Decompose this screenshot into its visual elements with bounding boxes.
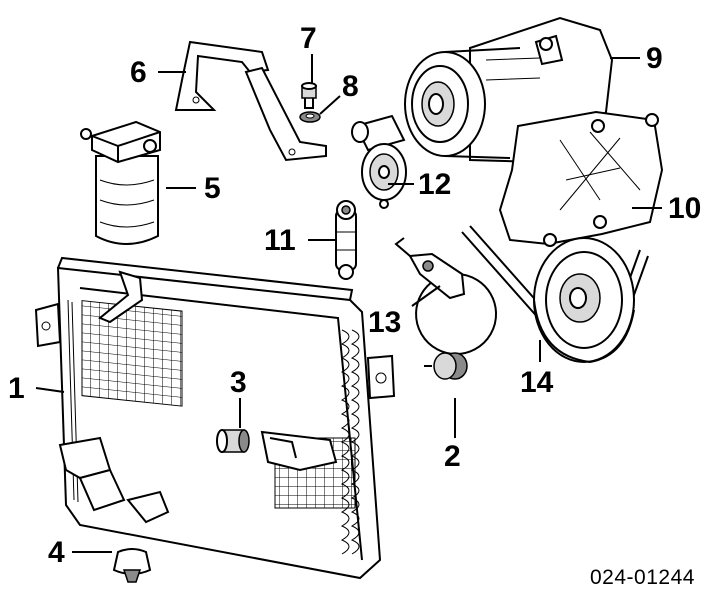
compressor-part — [404, 16, 614, 164]
callout-12: 12 — [418, 168, 451, 201]
callout-7: 7 — [300, 22, 317, 55]
callout-9: 9 — [646, 42, 663, 75]
washer-part — [299, 111, 321, 123]
leader-lines — [35, 54, 662, 553]
insulator-part — [216, 429, 250, 453]
callout-5: 5 — [204, 172, 221, 205]
callout-11: 11 — [264, 224, 296, 257]
mount-bushing-part — [112, 548, 152, 583]
callout-10: 10 — [668, 192, 701, 225]
callout-6: 6 — [130, 56, 147, 89]
idler-pulley-part — [351, 114, 407, 209]
callout-8: 8 — [342, 70, 359, 103]
bolt-part — [301, 82, 317, 109]
bracket-part — [174, 40, 327, 162]
callout-3: 3 — [230, 366, 247, 399]
tensioner-damper-part — [335, 200, 357, 280]
drawing-number: 024-01244 — [590, 566, 695, 589]
callout-13: 13 — [368, 306, 401, 339]
receiver-drier-part — [80, 120, 161, 245]
condenser-tube-coils — [340, 329, 360, 555]
condenser-part — [34, 256, 396, 580]
drive-belt-part — [461, 225, 649, 364]
callout-4: 4 — [48, 536, 65, 569]
sensor-part — [394, 237, 466, 300]
callout-14: 14 — [520, 366, 554, 399]
callout-2: 2 — [444, 440, 461, 473]
callout-1: 1 — [8, 372, 25, 405]
compressor-bracket-part — [498, 110, 664, 247]
